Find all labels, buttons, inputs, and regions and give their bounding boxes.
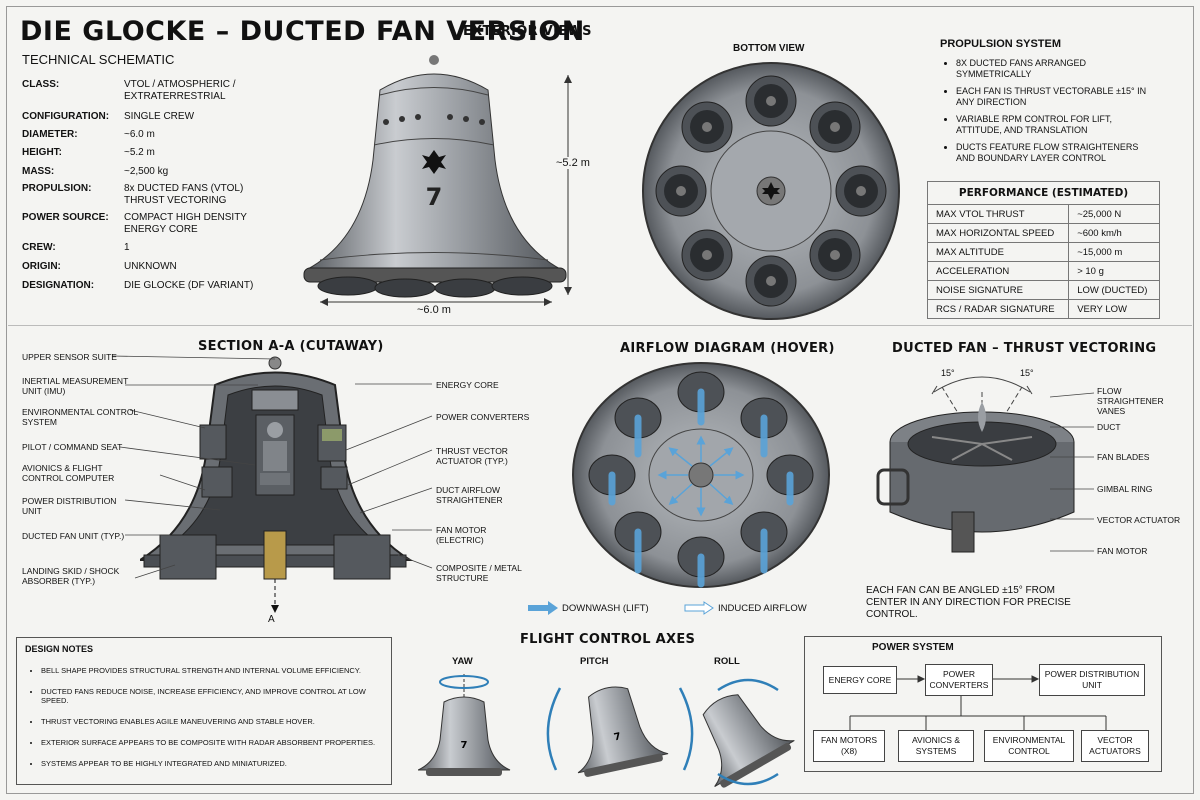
label-energy-core: ENERGY CORE [436, 380, 499, 390]
bottom-fans [655, 75, 887, 307]
flight-axes-drawing: 7 7 [418, 674, 795, 788]
label-upper-sensor-suite: UPPER SENSOR SUITE [22, 352, 117, 362]
svg-text:7: 7 [613, 731, 622, 743]
induced-legend-label: INDUCED AIRFLOW [718, 603, 807, 614]
yaw-label: YAW [452, 656, 473, 667]
performance-title: PERFORMANCE (ESTIMATED) [927, 181, 1160, 205]
design-note: SYSTEMS APPEAR TO BE HIGHLY INTEGRATED A… [41, 759, 385, 768]
vectoring-leader-lines [1050, 392, 1095, 552]
iron-cross-emblem [422, 150, 446, 174]
ducted-fan-drawing [876, 376, 1075, 553]
label-fan-motor: FAN MOTOR (ELECTRIC) [436, 525, 487, 545]
downwash-legend-icon [528, 601, 558, 615]
bottom-view-title: BOTTOM VIEW [733, 43, 805, 54]
diameter-dimension: ~6.0 m [414, 304, 454, 316]
label-fan-blades: FAN BLADES [1097, 452, 1150, 462]
power-distribution-node: POWER DISTRIBUTION UNIT [1039, 664, 1145, 696]
design-notes-box: DESIGN NOTES BELL SHAPE PROVIDES STRUCTU… [16, 637, 392, 785]
airflow-drawing [572, 362, 830, 588]
pitch-label: PITCH [580, 656, 609, 667]
propulsion-item: 8x DUCTED FANS ARRANGED SYMMETRICALLY [956, 58, 1155, 80]
label-ducted-fan-unit: DUCTED FAN UNIT (TYP.) [22, 531, 125, 541]
height-dimension: ~5.2 m [554, 157, 592, 169]
label-avionics: AVIONICS & FLIGHT CONTROL COMPUTER [22, 463, 115, 483]
label-flow-straightener: FLOW STRAIGHTENER VANES [1097, 386, 1164, 416]
power-system-title: POWER SYSTEM [872, 642, 954, 653]
design-notes-title: DESIGN NOTES [25, 644, 94, 654]
label-imu: INERTIAL MEASUREMENT UNIT (IMU) [22, 376, 129, 396]
label-pilot-seat: PILOT / COMMAND SEAT [22, 442, 123, 452]
downwash-legend-label: DOWNWASH (LIFT) [562, 603, 649, 614]
label-duct-straightener: DUCT AIRFLOW STRAIGHTENER [436, 485, 503, 505]
propulsion-item: DUCTS FEATURE FLOW STRAIGHTENERS AND BOU… [956, 142, 1155, 164]
label-vector-actuator: VECTOR ACTUATOR [1097, 515, 1181, 525]
svg-text:7: 7 [461, 740, 468, 751]
hull-number: 7 [426, 183, 443, 211]
table-row: MAX HORIZONTAL SPEED~600 km/h [926, 223, 1160, 243]
table-row: MAX ALTITUDE~15,000 m [926, 242, 1160, 262]
propulsion-item: EACH FAN IS THRUST VECTORABLE ±15° IN AN… [956, 86, 1155, 108]
label-power-distribution: POWER DISTRIBUTION UNIT [22, 496, 117, 516]
design-note: BELL SHAPE PROVIDES STRUCTURAL STRENGTH … [41, 666, 385, 675]
yaw-bell: 7 [418, 674, 511, 776]
power-converters-node: POWER CONVERTERS [925, 664, 993, 696]
output-avionics: AVIONICS & SYSTEMS [898, 730, 974, 762]
output-vector-actuators: VECTOR ACTUATORS [1081, 730, 1149, 762]
design-note: DUCTED FANS REDUCE NOISE, INCREASE EFFIC… [41, 687, 385, 705]
performance-table: PERFORMANCE (ESTIMATED) MAX VTOL THRUST~… [926, 181, 1160, 319]
roll-bell [702, 694, 795, 788]
label-power-converters: POWER CONVERTERS [436, 412, 530, 422]
energy-core-node: ENERGY CORE [823, 666, 897, 694]
section-marker: A [268, 614, 275, 625]
propulsion-title: PROPULSION SYSTEM [940, 38, 1062, 50]
airflow-title: AIRFLOW DIAGRAM (HOVER) [620, 341, 835, 356]
label-landing-skid: LANDING SKID / SHOCK ABSORBER (TYP.) [22, 566, 120, 586]
label-fan-motor-vectoring: FAN MOTOR [1097, 546, 1148, 556]
page-title: DIE GLOCKE – DUCTED FAN VERSION [20, 16, 585, 47]
label-environmental-control: ENVIRONMENTAL CONTROL SYSTEM [22, 407, 138, 427]
propulsion-item: VARIABLE RPM CONTROL FOR LIFT, ATTITUDE,… [956, 114, 1155, 136]
output-environmental: ENVIRONMENTAL CONTROL [984, 730, 1074, 762]
power-system-box [804, 636, 1162, 772]
table-row: MAX VTOL THRUST~25,000 N [926, 204, 1160, 224]
vectoring-caption: EACH FAN CAN BE ANGLED ±15° FROM CENTER … [866, 585, 1071, 620]
label-thrust-vector-actuator: THRUST VECTOR ACTUATOR (TYP.) [436, 446, 508, 466]
angle-right-label: 15° [1020, 368, 1034, 378]
label-duct: DUCT [1097, 422, 1121, 432]
induced-legend-icon [684, 601, 714, 615]
vectoring-title: DUCTED FAN – THRUST VECTORING [892, 341, 1157, 356]
design-note: THRUST VECTORING ENABLES AGILE MANEUVERI… [41, 717, 385, 726]
design-note: EXTERIOR SURFACE APPEARS TO BE COMPOSITE… [41, 738, 385, 747]
flight-axes-title: FLIGHT CONTROL AXES [520, 632, 696, 647]
pitch-bell: 7 [577, 686, 669, 777]
divider [8, 325, 1192, 326]
table-row: ACCELERATION> 10 g [926, 261, 1160, 281]
angle-left-label: 15° [941, 368, 955, 378]
output-fan-motors: FAN MOTORS (x8) [813, 730, 885, 762]
exterior-views-title: EXTERIOR VIEWS [463, 24, 592, 39]
cutaway-drawing [140, 356, 414, 613]
sheet-border [6, 6, 1194, 794]
power-system-connectors [849, 675, 1107, 730]
exterior-bell-drawing: 7 [303, 55, 572, 306]
propulsion-list: 8x DUCTED FANS ARRANGED SYMMETRICALLY EA… [940, 58, 1155, 170]
label-gimbal-ring: GIMBAL RING [1097, 484, 1153, 494]
label-composite-structure: COMPOSITE / METAL STRUCTURE [436, 563, 522, 583]
bottom-view-drawing [642, 62, 900, 320]
roll-label: ROLL [714, 656, 740, 667]
section-title: SECTION A-A (CUTAWAY) [198, 339, 384, 354]
page-subtitle: TECHNICAL SCHEMATIC [22, 52, 175, 67]
